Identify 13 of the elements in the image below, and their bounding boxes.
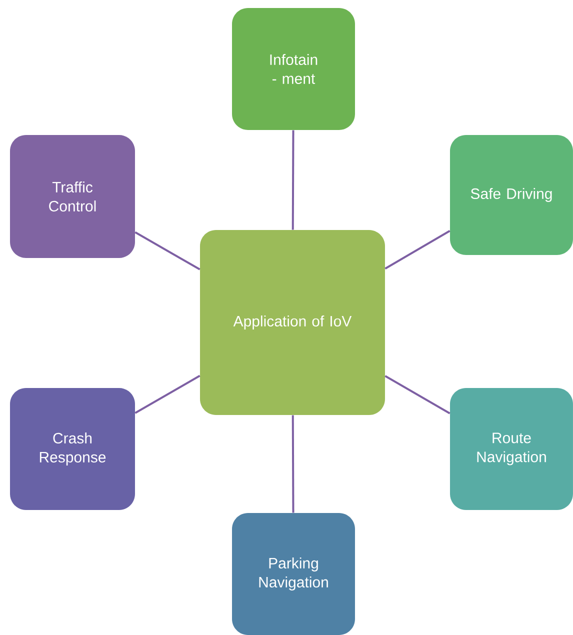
connector-line: [292, 130, 294, 230]
category-box: Infotain - ment: [232, 8, 355, 130]
hub-box: Application of IoV: [200, 230, 385, 415]
category-box: Safe Driving: [450, 135, 573, 255]
category-box: Crash Response: [10, 388, 135, 510]
connector-line: [292, 415, 294, 513]
category-box: Traffic Control: [10, 135, 135, 258]
connector-line: [134, 231, 200, 270]
connector-line: [134, 374, 200, 414]
category-box: Parking Navigation: [232, 513, 355, 635]
connector-line: [384, 230, 450, 270]
connector-line: [384, 375, 450, 414]
category-box: Route Navigation: [450, 388, 573, 510]
